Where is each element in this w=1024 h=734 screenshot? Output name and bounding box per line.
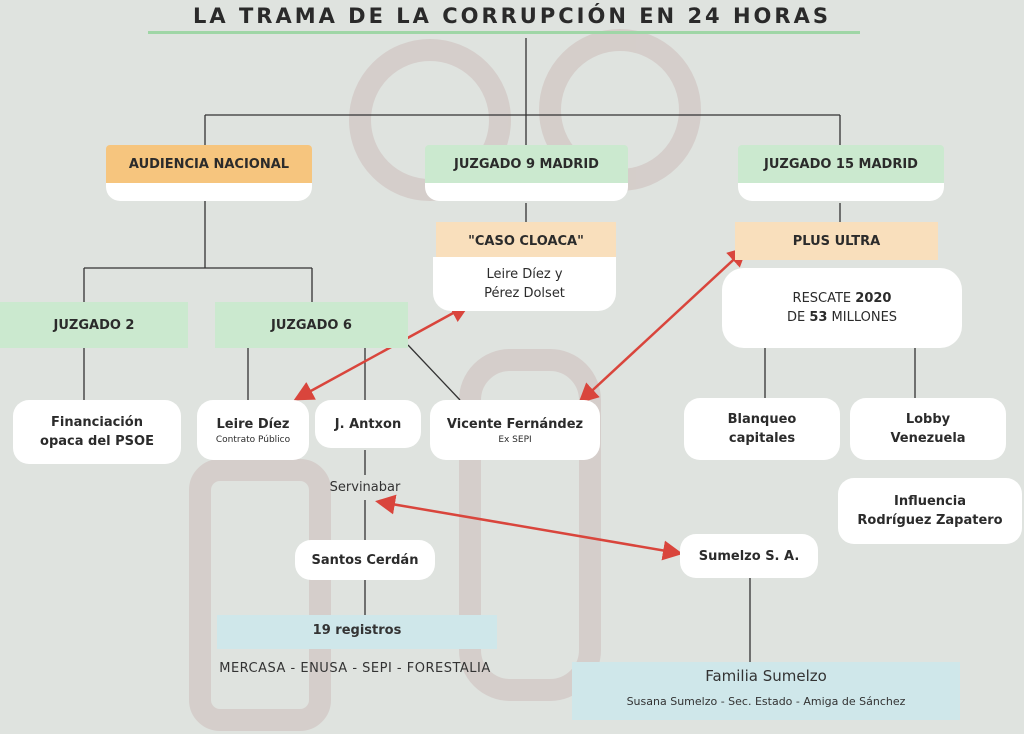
- rescate-amount: 53: [809, 310, 828, 325]
- label-familia-sumelzo: Familia Sumelzo: [705, 667, 827, 685]
- blanqueo-line1: Blanqueo: [727, 412, 797, 427]
- influencia-line1: Influencia: [894, 494, 966, 509]
- node-influencia-zapatero: Influencia Rodríguez Zapatero: [838, 478, 1022, 544]
- rescate-post: MILLONES: [827, 310, 898, 325]
- court-juzgado-9-tail: [425, 183, 628, 201]
- cloaca-people: Leire Díez y Pérez Dolset: [433, 257, 616, 311]
- node-lobby-venezuela: Lobby Venezuela: [850, 398, 1006, 460]
- rescate-line2: DE 53 MILLONES: [787, 308, 897, 327]
- arrow-servinabar-sumelzo: [375, 494, 683, 561]
- vicente-sub: Ex SEPI: [498, 434, 532, 445]
- court-audiencia-nacional: AUDIENCIA NACIONAL: [106, 145, 312, 183]
- lobby-line2: Venezuela: [890, 431, 966, 446]
- title-underline: [148, 31, 860, 34]
- node-financiacion: Financiación opaca del PSOE: [13, 400, 181, 464]
- lobby-line1: Lobby: [905, 412, 951, 427]
- label-companies: MERCASA - ENUSA - SEPI - FORESTALIA: [219, 661, 491, 676]
- blanqueo-line2: capitales: [728, 431, 796, 446]
- court-juzgado-9: JUZGADO 9 MADRID: [425, 145, 628, 183]
- diagram-title: LA TRAMA DE LA CORRUPCIÓN EN 24 HORAS: [193, 4, 831, 28]
- node-j-antxon: J. Antxon: [315, 400, 421, 448]
- node-vicente-fernandez: Vicente Fernández Ex SEPI: [430, 400, 600, 460]
- influencia-line2: Rodríguez Zapatero: [857, 513, 1003, 528]
- label-servinabar: Servinabar: [329, 480, 401, 495]
- label-familia-sub: Susana Sumelzo - Sec. Estado - Amiga de …: [626, 695, 906, 708]
- familia-bar: [572, 662, 960, 720]
- rescate-line1: RESCATE 2020: [793, 289, 892, 308]
- court-juzgado-2: JUZGADO 2: [0, 302, 188, 348]
- court-juzgado-6: JUZGADO 6: [215, 302, 408, 348]
- financiacion-line2: opaca del PSOE: [40, 434, 154, 449]
- vicente-name: Vicente Fernández: [446, 416, 584, 432]
- arrow-vicente-plusultra: [578, 246, 748, 404]
- cloaca-people-line2: Pérez Dolset: [484, 286, 565, 301]
- leire-sub: Contrato Público: [215, 434, 291, 445]
- registros-bar: [217, 615, 497, 649]
- financiacion-line1: Financiación: [51, 415, 143, 430]
- sumelzo-name: Sumelzo S. A.: [698, 548, 800, 564]
- arrow-leire-cloaca: [293, 303, 471, 401]
- node-sumelzo-sa: Sumelzo S. A.: [680, 534, 818, 578]
- cloaca-people-line1: Leire Díez y: [486, 267, 563, 282]
- rescate-year: 2020: [855, 291, 892, 306]
- label-registros: 19 registros: [312, 623, 402, 638]
- court-juzgado-15: JUZGADO 15 MADRID: [738, 145, 944, 183]
- case-cloaca: "CASO CLOACA": [436, 222, 616, 260]
- court-audiencia-tail: [106, 183, 312, 201]
- court-juzgado-15-tail: [738, 183, 944, 201]
- node-leire-diez: Leire Díez Contrato Público: [197, 400, 309, 460]
- node-santos-cerdan: Santos Cerdán: [295, 540, 435, 580]
- rescate-pre: RESCATE: [792, 291, 856, 306]
- antxon-name: J. Antxon: [334, 416, 402, 432]
- case-plus-ultra: PLUS ULTRA: [735, 222, 938, 260]
- santos-name: Santos Cerdán: [311, 552, 419, 568]
- leire-name: Leire Díez: [216, 416, 290, 432]
- rescate-box: RESCATE 2020 DE 53 MILLONES: [722, 268, 962, 348]
- rescate-de: DE: [786, 310, 810, 325]
- node-blanqueo: Blanqueo capitales: [684, 398, 840, 460]
